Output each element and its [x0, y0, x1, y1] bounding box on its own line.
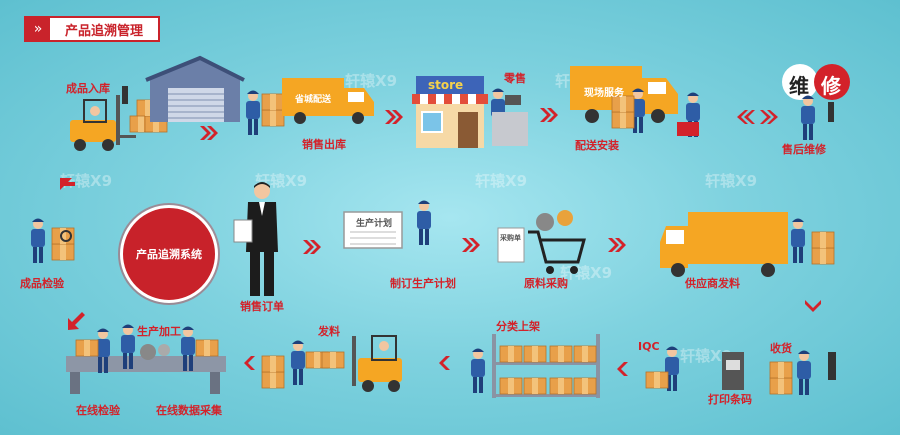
- purchase-doc-icon: [497, 227, 525, 263]
- step-iqc: IQC: [638, 340, 660, 353]
- shopping-cart-icon: [528, 210, 586, 274]
- watermark: 轩辕X9: [475, 172, 528, 190]
- handheld-scanner-icon: [828, 352, 836, 380]
- store-icon: [412, 76, 488, 148]
- repair-badge-icon: [782, 64, 818, 100]
- step-receive: 收货: [770, 342, 792, 355]
- page-title: » 产品追溯管理: [24, 16, 160, 42]
- step-finished-storage: 成品入库: [66, 82, 110, 95]
- plan-board-icon: [343, 211, 403, 249]
- traceability-system-node: 产品追溯系统: [120, 205, 218, 303]
- repair-sign-1: 维: [789, 74, 809, 98]
- truck-sign: 省城配送: [295, 95, 332, 105]
- forklift-icon: [352, 335, 402, 392]
- step-online-inspect: 在线检验: [76, 404, 120, 417]
- barcode-printer-icon: [722, 352, 744, 390]
- arrow-up-icon: [60, 178, 75, 190]
- watermark: 轩辕X9: [345, 72, 398, 90]
- arrow-up-left-icon: [68, 312, 85, 330]
- step-sales-order: 销售订单: [240, 300, 284, 313]
- step-finished-inspect: 成品检验: [20, 277, 64, 290]
- step-retail: 零售: [504, 72, 526, 85]
- purchase-doc-sign: 采购单: [500, 234, 521, 242]
- traceability-system-label: 产品追溯系统: [136, 248, 202, 261]
- repair-badge-icon: [814, 64, 850, 100]
- step-production-plan: 制订生产计划: [390, 277, 456, 290]
- chevron-double-right-icon: »: [26, 18, 50, 40]
- store-sign: store: [428, 78, 464, 92]
- page-title-text: 产品追溯管理: [64, 23, 143, 39]
- step-after-sales: 售后维修: [782, 143, 826, 156]
- step-supplier-ship: 供应商发料: [685, 277, 740, 290]
- service-truck-sign: 现场服务: [584, 88, 624, 99]
- plan-board-sign: 生产计划: [356, 219, 393, 229]
- businessman-icon: [233, 182, 278, 296]
- forklift-icon: [70, 95, 136, 151]
- step-delivery-install: 配送安装: [575, 139, 619, 152]
- repair-sign-2: 修: [821, 74, 841, 98]
- step-online-collect: 在线数据采集: [156, 404, 222, 417]
- step-sort-shelf: 分类上架: [496, 320, 540, 333]
- step-production: 生产加工: [137, 325, 181, 338]
- supplier-truck-icon: [660, 212, 788, 277]
- bidirectional-arrow-icon: [737, 110, 778, 124]
- toolbox-icon: [677, 122, 699, 136]
- arrow-down-icon: [805, 300, 821, 312]
- shelf-rack-icon: [492, 334, 600, 398]
- watermark: 轩辕X9: [680, 347, 733, 365]
- warehouse-icon: [145, 55, 245, 122]
- step-raw-purchase: 原料采购: [524, 277, 568, 290]
- step-print-barcode: 打印条码: [708, 393, 752, 406]
- step-sales-outbound: 销售出库: [302, 138, 346, 151]
- step-issue-material: 发料: [318, 325, 340, 338]
- watermark: 轩辕X9: [705, 172, 758, 190]
- scanner-icon: [122, 86, 128, 104]
- delivery-truck-icon: [282, 78, 374, 124]
